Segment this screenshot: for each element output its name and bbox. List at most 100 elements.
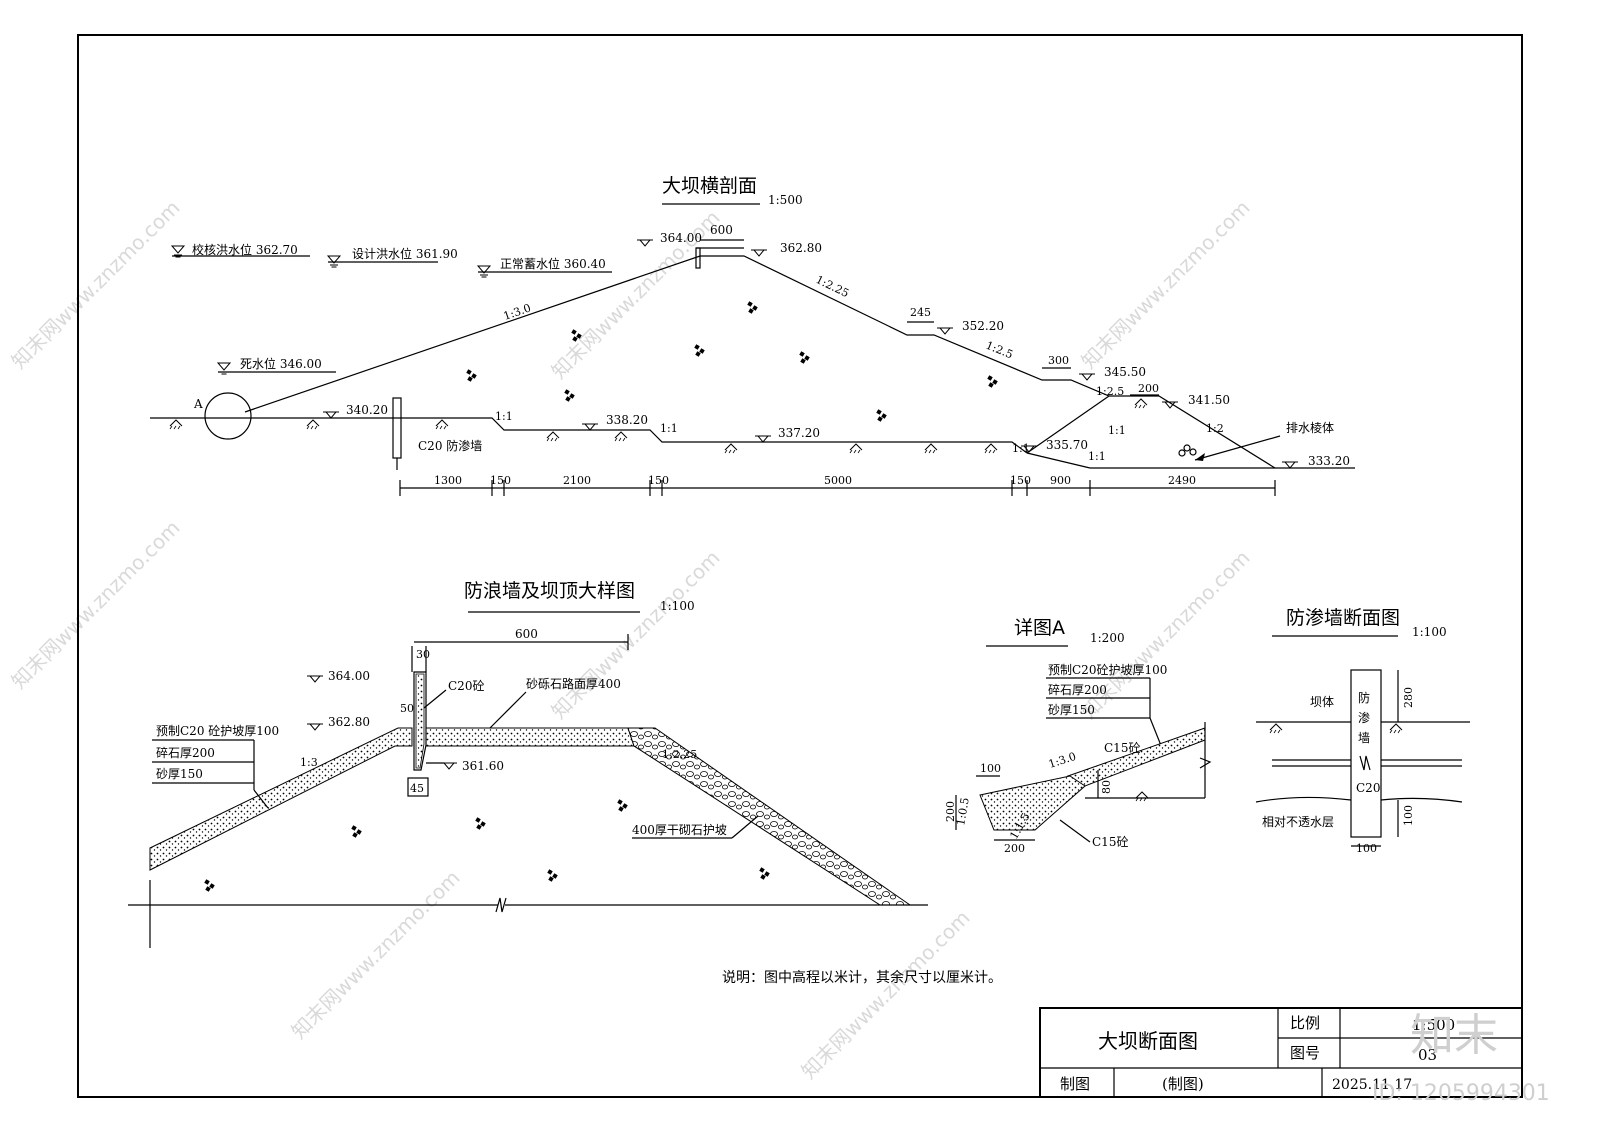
wall-char: 墙 — [1358, 731, 1370, 745]
wave-wall-title: 防浪墙及坝顶大样图 — [464, 580, 635, 602]
elev-wall-top: 364.00 — [328, 669, 370, 683]
drawing-frame — [77, 34, 1523, 1098]
watermark-text: 知末网www.znzmo.com — [1077, 196, 1255, 374]
slope-one: 1:1 — [660, 422, 678, 435]
slope-up: 1:3 — [300, 756, 318, 769]
drawing-note: 说明：图中高程以米计，其余尺寸以厘米计。 — [722, 969, 1002, 986]
elev-berm1: 352.20 — [962, 319, 1004, 333]
elev-berm3: 341.50 — [1188, 393, 1230, 407]
crest-width-600: 600 — [515, 627, 538, 641]
check-flood-level: 校核洪水位 362.70 — [192, 242, 298, 257]
detail-a: 详图A 1:200 预制C20砼护坡厚100 碎石厚200 砂厚150 C15砼… — [944, 617, 1212, 855]
design-flood-level: 设计洪水位 361.90 — [352, 246, 458, 261]
slope-down3: 1:2.5 — [1096, 385, 1124, 398]
detail-layer: 预制C20砼护坡厚100 — [1048, 663, 1167, 677]
main-section-title: 大坝横剖面 — [662, 175, 757, 197]
title-block: 大坝断面图 比例 1:500 图号 03 制图 (制图) 2025.11.17 — [1039, 1007, 1523, 1098]
slope-one: 1:1 — [1088, 450, 1106, 463]
cutoff-dim: 100 — [1356, 842, 1377, 855]
wave-wall-scale: 1:100 — [660, 599, 695, 613]
wall-mid-width: 50 — [400, 702, 414, 715]
wall-top-width: 30 — [416, 648, 430, 661]
c15-bottom: C15砼 — [1092, 835, 1128, 849]
layer-label: 砂厚150 — [156, 767, 203, 781]
watermark-text: 知末网www.znzmo.com — [7, 196, 185, 374]
detail-dim: 100 — [980, 762, 1001, 775]
c15-top: C15砼 — [1104, 741, 1140, 755]
elev-step1: 338.20 — [606, 413, 648, 427]
cutoff-dim: 100 — [1402, 805, 1415, 826]
wall-base-width: 45 — [410, 782, 424, 795]
detail-dim: 200 — [944, 801, 957, 822]
detail-slope-toe: 1:0.5 — [954, 796, 972, 826]
number-label: 图号 — [1290, 1044, 1320, 1062]
dim-value: 5000 — [824, 474, 852, 487]
dim-value: 150 — [490, 474, 511, 487]
detail-a-title: 详图A — [1014, 617, 1065, 639]
dam-body-label: 坝体 — [1310, 695, 1334, 709]
elev-berm2: 345.50 — [1104, 365, 1146, 379]
cutoff-wall-label: C20 防渗墙 — [418, 438, 482, 453]
watermark-text: 知末网www.znzmo.com — [7, 516, 185, 694]
watermark-text: 知末网www.znzmo.com — [287, 866, 465, 1044]
layer-label: 碎石厚200 — [156, 745, 215, 760]
main-section-scale: 1:500 — [768, 193, 803, 207]
cutoff-wall-scale: 1:100 — [1412, 625, 1447, 639]
detail-a-marker: A — [193, 397, 203, 411]
riprap-label: 400厚干砌石护坡 — [632, 823, 727, 837]
impermeable-layer: 相对不透水层 — [1262, 815, 1334, 829]
watermark-id: ID: 1205994301 — [1372, 1081, 1550, 1106]
dim-value: 900 — [1050, 474, 1071, 487]
detail-a-scale: 1:200 — [1090, 631, 1125, 645]
cutoff-wall-title: 防渗墙断面图 — [1286, 607, 1400, 629]
slope-one: 1:1 — [495, 410, 513, 423]
detail-slope: 1:3.0 — [1047, 750, 1078, 771]
road-surface: 砂砾石路面厚400 — [526, 676, 621, 691]
berm-width: 300 — [1048, 354, 1069, 367]
scale-label: 比例 — [1290, 1014, 1320, 1032]
dead-water-level: 死水位 346.00 — [240, 356, 322, 371]
watermark-logo: 知末 — [1410, 1010, 1498, 1061]
dim-value: 2490 — [1168, 474, 1196, 487]
cutoff-dim: 280 — [1402, 687, 1415, 708]
detail-layer: 碎石厚200 — [1048, 682, 1107, 697]
watermark-text: 知末网www.znzmo.com — [547, 546, 725, 724]
elev-ground-up: 340.20 — [346, 403, 388, 417]
wall-char: 渗 — [1358, 710, 1370, 725]
dim-value: 1300 — [434, 474, 462, 487]
dim-value: 150 — [1010, 474, 1031, 487]
elev-inner: 361.60 — [462, 759, 504, 773]
berm-width: 200 — [1138, 382, 1159, 395]
dim-value: 2100 — [563, 474, 591, 487]
elev-crest: 362.80 — [328, 715, 370, 729]
berm-width: 245 — [910, 306, 931, 319]
elev-step2: 337.20 — [778, 426, 820, 440]
slope-one: 1:1 — [1012, 442, 1030, 455]
slope-drain: 1:2 — [1206, 422, 1224, 435]
drawn-value: (制图) — [1162, 1075, 1204, 1093]
wall-char: 防 — [1358, 690, 1370, 705]
drawing-date: 2025.11.17 — [1332, 1077, 1412, 1093]
scale-value: 1:500 — [1412, 1016, 1455, 1034]
crest-width: 600 — [710, 223, 733, 237]
slope-one: 1:1 — [1108, 424, 1126, 437]
elev-crest-down: 362.80 — [780, 241, 822, 255]
drain-prism-label: 排水棱体 — [1286, 420, 1334, 435]
slope-upstream: 1:3.0 — [502, 301, 533, 322]
slope-down1: 1:2.25 — [814, 273, 851, 300]
detail-dim: 200 — [1004, 842, 1025, 855]
number-value: 03 — [1418, 1046, 1437, 1064]
slope-down: 1:2.25 — [662, 748, 697, 761]
drawn-label: 制图 — [1060, 1075, 1090, 1093]
detail-dim: 80 — [1100, 780, 1113, 794]
wave-wall-detail: 防浪墙及坝顶大样图 1:100 600 30 50 45 C20砼 砂砾石路面厚… — [128, 580, 928, 948]
main-section: 大坝横剖面 1:500 校核洪水位 362.70 设计洪水位 361.90 正常… — [150, 175, 1355, 496]
cutoff-concrete: C20 — [1356, 781, 1380, 795]
dim-value: 150 — [648, 474, 669, 487]
elev-toe: 333.20 — [1308, 454, 1350, 468]
watermark: 知末网www.znzmo.com 知末网www.znzmo.com 知末网www… — [7, 196, 1255, 1084]
elev-crest-up: 364.00 — [660, 231, 702, 245]
drawing-name: 大坝断面图 — [1098, 1029, 1198, 1053]
normal-storage-level: 正常蓄水位 360.40 — [500, 256, 606, 271]
